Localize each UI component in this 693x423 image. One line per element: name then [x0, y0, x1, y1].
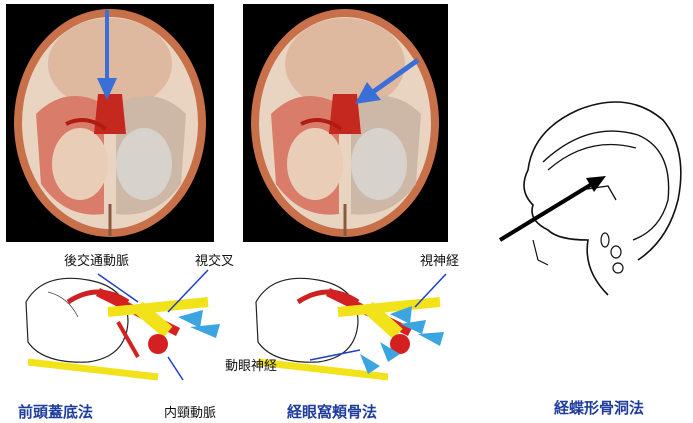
caption-orbitozygomatic-approach: 経眼窩頬骨法: [287, 401, 377, 422]
label-internal-carotid-artery: 内頸動脈: [164, 402, 216, 421]
caption-transsphenoidal-approach: 経蝶形骨洞法: [554, 397, 644, 418]
caption-bifrontal-approach: 前頭蓋底法: [18, 401, 93, 422]
schematic-left: [8, 262, 238, 382]
label-posterior-communicating-artery: 後交通動脈: [64, 250, 129, 269]
brain-photo-middle: [243, 4, 448, 242]
label-optic-nerve: 視神経: [420, 250, 459, 269]
label-oculomotor-nerve: 動眼神経: [225, 355, 277, 374]
label-optic-chiasm: 視交叉: [195, 250, 234, 269]
brain-photo-left: [6, 4, 214, 242]
head-profile-diagram: [488, 90, 688, 305]
